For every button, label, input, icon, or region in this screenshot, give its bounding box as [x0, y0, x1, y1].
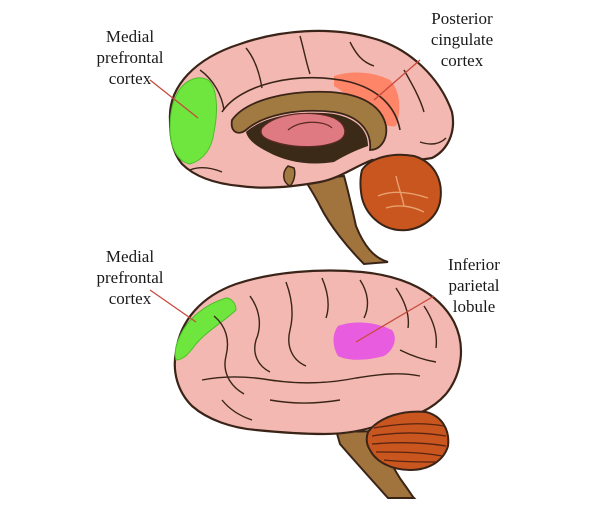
- posterior-cingulate-region: [334, 72, 400, 127]
- label-bottom-right-inferior-parietal: Inferior parietal lobule: [448, 255, 500, 316]
- lateral-cortex: [173, 269, 462, 436]
- leader-line-bottom-right: [355, 295, 435, 343]
- inferior-parietal-region: [333, 322, 395, 360]
- leader-line-top-left: [149, 79, 199, 119]
- leader-line-bottom-left: [149, 289, 197, 323]
- lateral-brain-view: [149, 269, 462, 499]
- label-top-left-medial-prefrontal: Medial prefrontal cortex: [96, 27, 164, 88]
- medial-prefrontal-region-lateral-view: [174, 297, 237, 361]
- label-bottom-left-medial-prefrontal: Medial prefrontal cortex: [96, 247, 164, 308]
- brainstem: [297, 170, 389, 266]
- medial-brain-view: [149, 29, 455, 266]
- medial-prefrontal-region-medial-view: [169, 77, 217, 165]
- label-top-right-posterior-cingulate: Posterior cingulate cortex: [430, 9, 494, 70]
- corpus-callosum: [230, 90, 388, 151]
- leader-line-top-right: [373, 59, 421, 101]
- thalamus: [260, 112, 346, 148]
